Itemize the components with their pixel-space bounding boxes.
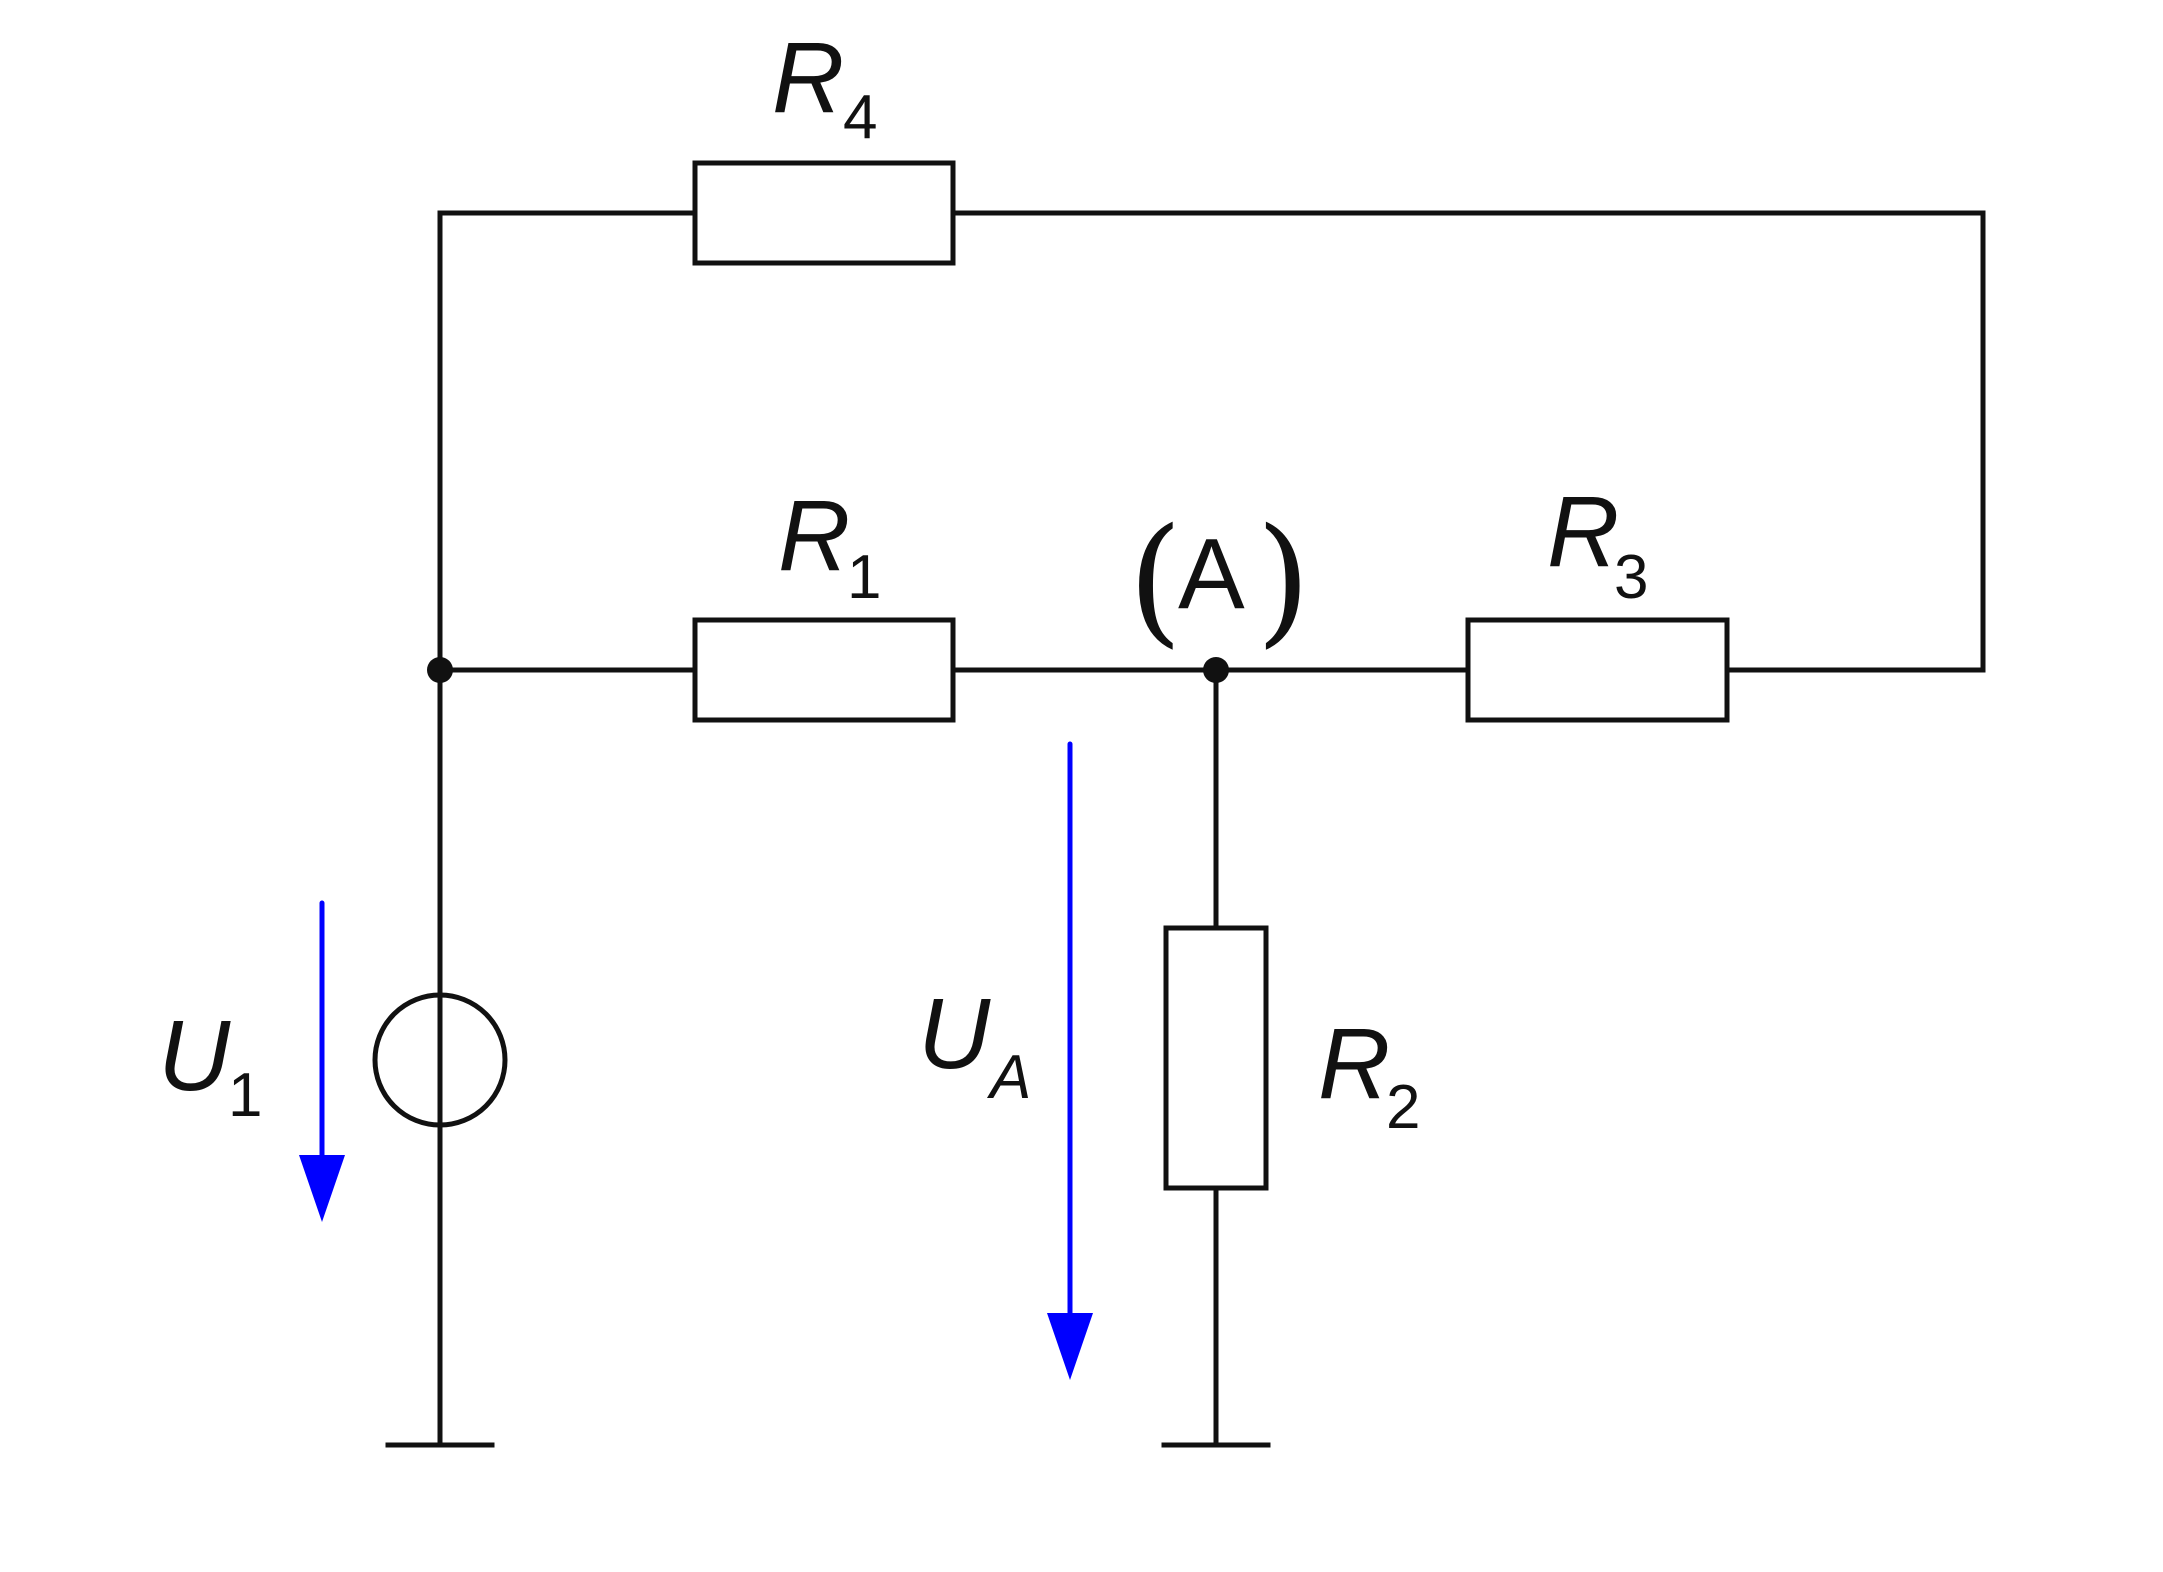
resistor-r1 [692,617,956,723]
label-ua: UA [918,978,1031,1112]
resistor-r2 [1163,925,1269,1191]
arrow-down-icon [1047,741,1093,1380]
label-r1: R1 [778,480,881,612]
label-u1: U1 [158,1000,262,1130]
arrow-down-icon [299,900,345,1222]
label-r2: R2 [1318,1008,1420,1142]
junction-node-left [427,657,453,683]
resistor-r4 [692,160,956,266]
svg-text:): ) [1256,499,1311,662]
top-wire-right [950,210,1986,673]
node-a-label: ( A ) [1128,499,1311,662]
label-r4: R4 [772,22,877,152]
wires [437,210,1986,1448]
junction-node-a [1203,657,1229,683]
label-r3: R3 [1547,476,1648,612]
resistor-r3 [1465,617,1730,723]
circle-source-icon [372,992,508,1128]
svg-text:A: A [1178,518,1245,630]
svg-text:(: ( [1128,499,1183,662]
